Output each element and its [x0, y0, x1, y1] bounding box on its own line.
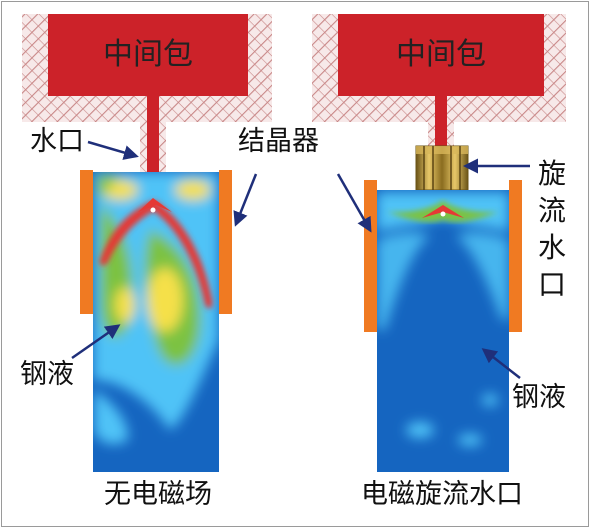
right-mold-plate-right [509, 180, 522, 332]
left-flow-field [93, 172, 219, 472]
right-steel-label: 钢液 [512, 382, 566, 413]
right-flow-field [377, 190, 509, 472]
left-caption: 无电磁场 [104, 479, 212, 510]
left-mold-plate-right [219, 170, 232, 314]
right-mold-arrow [336, 173, 372, 233]
left-tundish-label: 中间包 [103, 37, 193, 72]
left-mold-plate-left [80, 170, 93, 314]
left-mold-label: 结晶器 [238, 126, 319, 157]
left-panel: 中间包 水口 结晶器 钢液 无电磁场 [20, 14, 319, 510]
left-tundish [48, 14, 248, 96]
swirl-nozzle-char: 水 [538, 231, 566, 264]
left-steel-arrow [71, 324, 121, 360]
right-mold-plate-left [364, 180, 377, 332]
left-mold-arrow [233, 173, 258, 227]
swirl-nozzle-label: 旋 流 水 口 [538, 157, 566, 301]
swirl-nozzle-char: 流 [538, 194, 566, 227]
left-steel-label: 钢液 [20, 359, 74, 390]
swirl-nozzle-char: 旋 [538, 157, 566, 190]
right-tundish-label: 中间包 [396, 37, 486, 72]
right-caption: 电磁旋流水口 [361, 479, 523, 510]
right-tundish [338, 14, 544, 96]
swirl-nozzle-char: 口 [538, 268, 566, 301]
right-steel-arrow [481, 348, 521, 379]
left-nozzle-label: 水口 [30, 126, 84, 157]
swirl-coil [415, 145, 469, 191]
left-nozzle-arrow [87, 140, 139, 160]
right-panel: 中间包 旋 流 水 口 钢液 电磁旋流水口 [312, 14, 566, 510]
